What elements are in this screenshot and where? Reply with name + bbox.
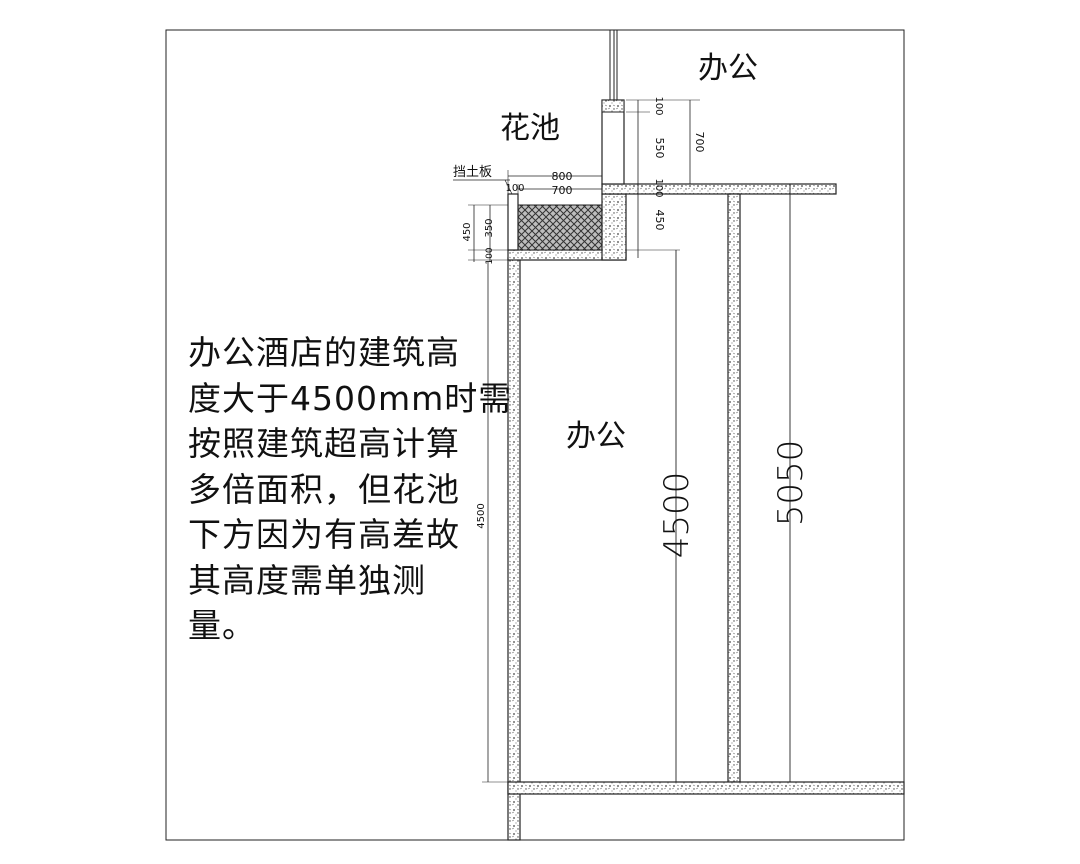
interior-column — [727, 193, 741, 783]
note-line: 其高度需单独测 — [188, 560, 426, 600]
left-wall — [507, 257, 521, 841]
dim-100-left: 100 — [505, 183, 524, 194]
note-line: 下方因为有高差故 — [188, 515, 460, 554]
drawing-border — [165, 29, 905, 841]
planter-right-wall — [601, 193, 627, 261]
dim-4500-left: 4500 — [476, 503, 487, 528]
dim-350: 350 — [484, 218, 495, 237]
label-planter: 花池 — [500, 111, 560, 146]
lower-floor-slab — [507, 781, 905, 795]
dim-4500-big: 4500 — [657, 472, 697, 559]
dim-550: 550 — [653, 138, 666, 159]
note-line: 办公酒店的建筑高 — [188, 333, 460, 372]
note-line: 按照建筑超高计算 — [188, 424, 460, 463]
retaining-board-element — [507, 193, 519, 251]
upper-floor-slab — [601, 183, 837, 195]
explanation-note: 办公酒店的建筑高 度大于4500mm时需 按照建筑超高计算 多倍面积，但花池 下… — [188, 330, 513, 649]
dim-100-bottom: 100 — [485, 247, 495, 264]
note-line: 多倍面积，但花池 — [188, 469, 460, 509]
parapet-wall — [601, 99, 625, 185]
dim-100-top: 100 — [653, 96, 664, 115]
parapet-cap — [601, 99, 625, 113]
dim-800: 800 — [552, 170, 573, 183]
dim-450-left: 450 — [462, 222, 473, 241]
label-retaining-board: 挡土板 — [453, 165, 492, 180]
dim-100-slab: 100 — [653, 178, 664, 197]
dim-700-vertical: 700 — [693, 132, 706, 153]
label-office-top: 办公 — [698, 51, 758, 86]
dim-450-right: 450 — [653, 210, 666, 231]
planter-soil — [517, 204, 603, 251]
note-line: 量。 — [188, 606, 256, 645]
dim-700-horizontal: 700 — [552, 184, 573, 197]
label-office-main: 办公 — [566, 419, 626, 454]
note-line: 度大于4500mm时需 — [188, 378, 513, 418]
dim-5050-big: 5050 — [771, 440, 811, 527]
